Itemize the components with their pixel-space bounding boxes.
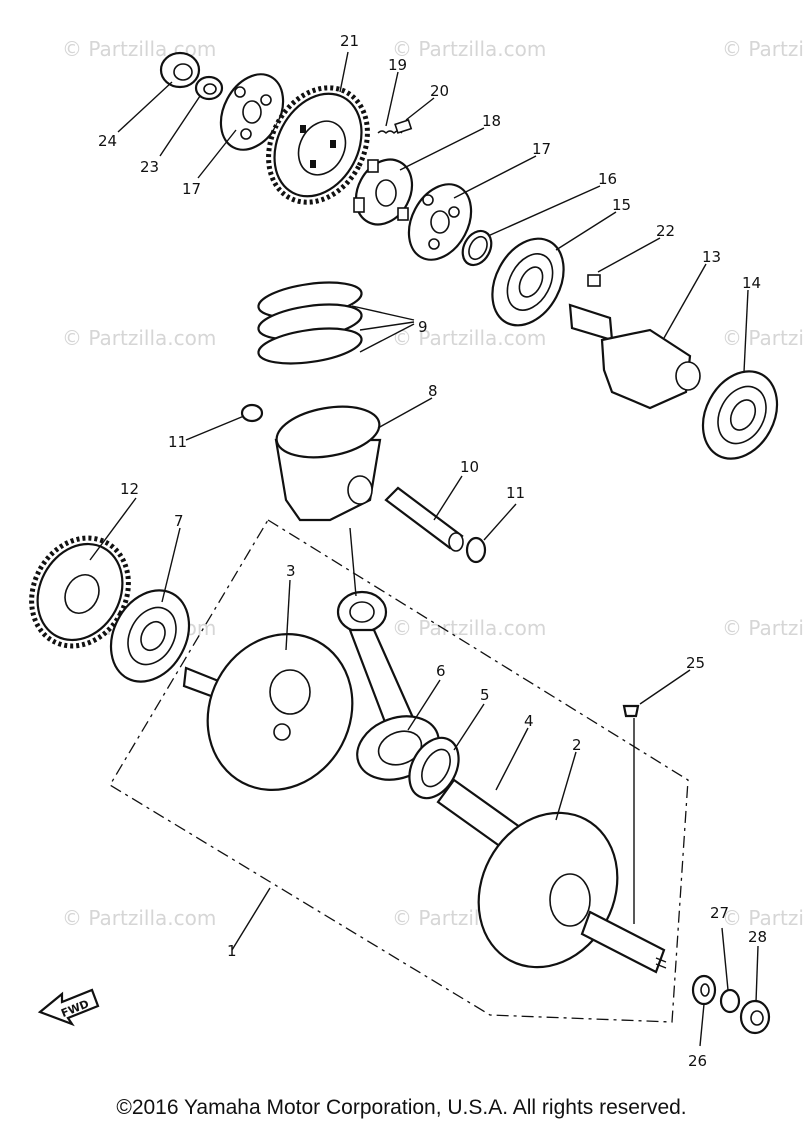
callout-13: 13 [702, 248, 721, 266]
crankshaft-assembly-outline [109, 519, 689, 1023]
part-28-nut[interactable] [739, 999, 771, 1035]
watermark-text: © Partzilla.com [722, 906, 803, 930]
watermark-layer: © Partzilla.com © Partzilla.com © Partzi… [62, 37, 803, 930]
watermark-text: © Partzilla.com [392, 326, 546, 350]
callout-18: 18 [482, 112, 501, 130]
callout-7: 7 [174, 512, 184, 530]
part-18-damper[interactable] [345, 150, 423, 234]
callout-19: 19 [388, 56, 407, 74]
callout-6: 6 [436, 662, 446, 680]
callout-14: 14 [742, 274, 761, 292]
callout-1: 1 [227, 942, 237, 960]
callout-20: 20 [430, 82, 449, 100]
part-11-circlip[interactable] [465, 536, 487, 564]
callout-5: 5 [480, 686, 490, 704]
callout-12: 12 [120, 480, 139, 498]
watermark-text: © Partzilla.com [392, 37, 546, 61]
part-23-lock-washer[interactable] [194, 75, 224, 101]
forward-direction-arrow: FWD [37, 988, 100, 1027]
callout-15: 15 [612, 196, 631, 214]
callout-21: 21 [340, 32, 359, 50]
callout-24: 24 [98, 132, 117, 150]
copyright-notice: ©2016 Yamaha Motor Corporation, U.S.A. A… [116, 1096, 687, 1119]
callout-11: 11 [168, 433, 187, 451]
callout-11: 11 [506, 484, 525, 502]
part-21-gear[interactable] [249, 70, 387, 219]
callout-17: 17 [532, 140, 551, 158]
watermark-text: © Partzilla.com [62, 326, 216, 350]
part-25-woodruff-key[interactable] [622, 704, 640, 718]
part-11-circlip[interactable] [240, 403, 264, 423]
callout-27: 27 [710, 904, 729, 922]
part-3-crank-half[interactable] [181, 609, 380, 816]
watermark-text: © Partzilla.com [392, 616, 546, 640]
callout-26: 26 [688, 1052, 707, 1070]
callout-28: 28 [748, 928, 767, 946]
part-7-bearing[interactable] [96, 577, 205, 696]
leader-lines [89, 51, 759, 1047]
callout-labels: 1 2 3 4 5 6 7 8 9 10 11 11 12 13 14 15 1… [98, 32, 767, 1070]
part-9-piston-ring-set[interactable] [256, 277, 363, 369]
watermark-text: © Partzilla.com [722, 326, 803, 350]
part-13-balancer-shaft[interactable] [568, 303, 701, 410]
part-17-plate[interactable] [396, 174, 483, 271]
part-14-bearing[interactable] [688, 358, 791, 471]
callout-17: 17 [182, 180, 201, 198]
part-24-nut[interactable] [159, 51, 201, 89]
part-15-bearing[interactable] [478, 226, 578, 337]
callout-3: 3 [286, 562, 296, 580]
part-8-piston[interactable] [273, 399, 384, 522]
part-20-pin[interactable] [394, 119, 413, 134]
part-16-circlip[interactable] [457, 226, 497, 270]
part-5-needle-bearing[interactable] [400, 729, 469, 806]
callout-22: 22 [656, 222, 675, 240]
callout-2: 2 [572, 736, 582, 754]
watermark-text: © Partzilla.com [722, 37, 803, 61]
callout-9: 9 [418, 318, 428, 336]
part-26-washer[interactable] [691, 974, 717, 1006]
watermark-text: © Partzilla.com [722, 616, 803, 640]
callout-23: 23 [140, 158, 159, 176]
callout-10: 10 [460, 458, 479, 476]
part-27-lock-washer[interactable] [719, 988, 741, 1014]
part-2-crank-half[interactable] [452, 788, 667, 991]
part-22-key[interactable] [587, 274, 601, 287]
callout-25: 25 [686, 654, 705, 672]
callout-8: 8 [428, 382, 438, 400]
callout-16: 16 [598, 170, 617, 188]
callout-4: 4 [524, 712, 534, 730]
part-10-piston-pin[interactable] [384, 486, 464, 552]
watermark-text: © Partzilla.com [62, 906, 216, 930]
